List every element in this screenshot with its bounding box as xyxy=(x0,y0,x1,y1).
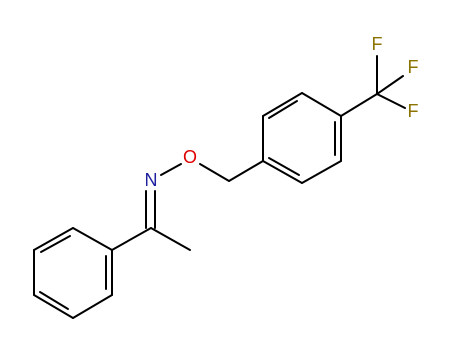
bond xyxy=(33,227,74,251)
bond-ring-cf3 xyxy=(340,93,378,117)
oxygen-label: O xyxy=(183,147,197,167)
bond-phenyl-c xyxy=(111,227,152,251)
bond xyxy=(33,294,74,319)
bond xyxy=(72,294,113,319)
bond-c-f3 xyxy=(376,93,406,109)
bond-c-f2 xyxy=(376,75,404,95)
benzene-ring xyxy=(262,92,342,184)
fluorine-label: F xyxy=(372,34,383,54)
double-bond-inner xyxy=(268,157,300,176)
bond xyxy=(262,160,303,184)
double-bond-inner xyxy=(268,100,298,119)
bond xyxy=(301,92,342,117)
bond-c-methyl xyxy=(150,227,191,251)
bond-o-ch2 xyxy=(199,163,230,182)
phenyl-ring xyxy=(33,227,113,319)
bond xyxy=(72,227,113,251)
double-bond-inner xyxy=(39,291,69,310)
fluorine-label: F xyxy=(408,57,419,77)
nitrogen-label: N xyxy=(145,170,158,190)
double-bond-inner xyxy=(40,235,71,253)
bond xyxy=(301,160,342,184)
bond-ch2-ring xyxy=(228,160,264,182)
bond-n-o xyxy=(160,163,182,176)
fluorine-label: F xyxy=(408,101,419,121)
bond xyxy=(262,92,303,117)
